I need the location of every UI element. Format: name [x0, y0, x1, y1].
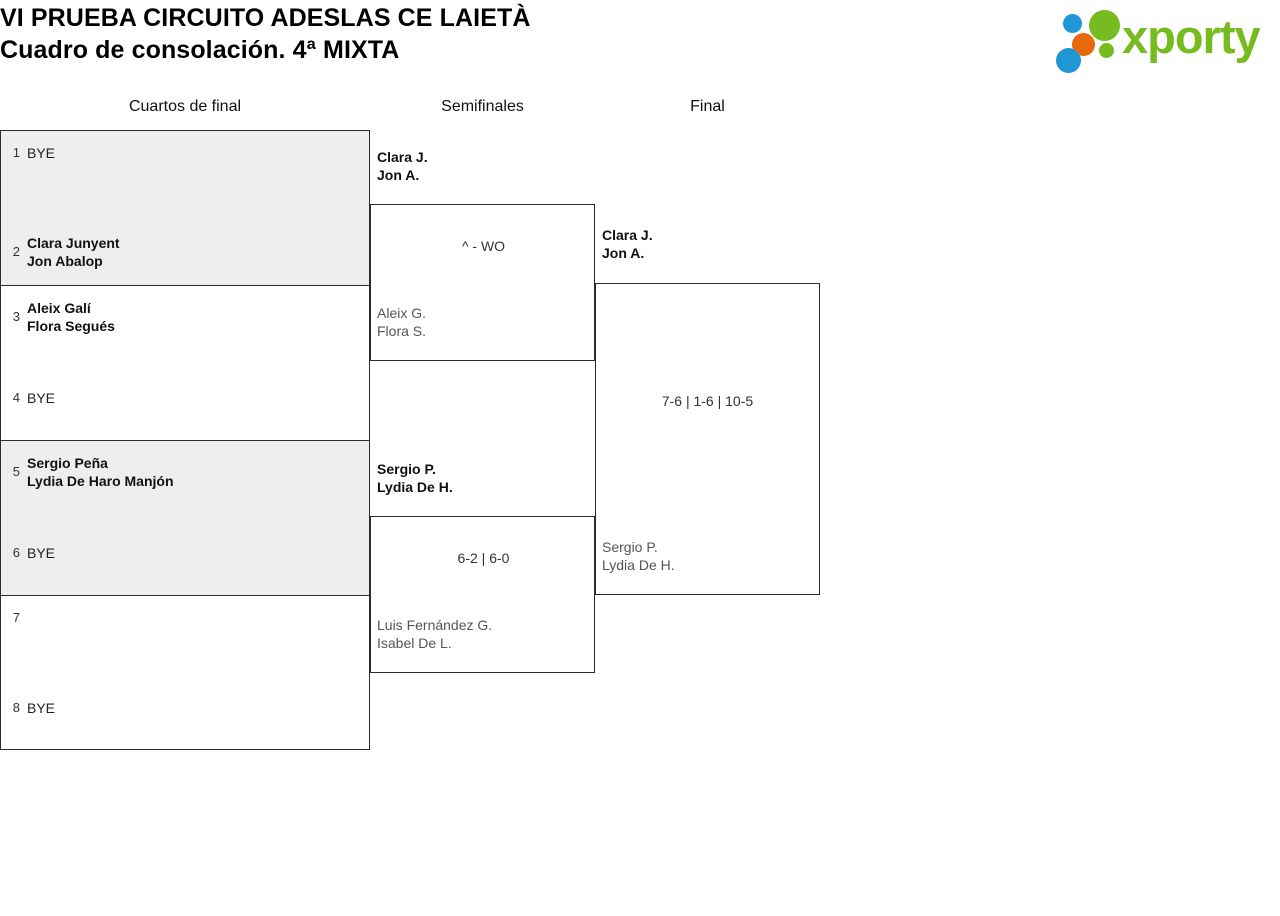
player-line-1: BYE	[27, 545, 56, 561]
final-runner-up-pair: Sergio P. Lydia De H.	[602, 538, 820, 574]
seed-number: 5	[12, 464, 20, 479]
player-line-1: Sergio P.	[602, 539, 658, 555]
player-line-2: Jon A.	[602, 245, 645, 261]
semifinal-2-winner-pair: Sergio P. Lydia De H.	[377, 460, 595, 496]
qf-slot-seed-8[interactable]: 8 BYE	[1, 673, 371, 750]
semifinal-1-winner-pair: Clara J. Jon A.	[377, 148, 595, 184]
seed-number: 7	[12, 610, 20, 625]
seed-number: 8	[12, 700, 20, 715]
round-header-semifinals: Semifinales	[441, 98, 524, 115]
final-winner-pair: Clara J. Jon A.	[602, 226, 820, 262]
semifinal-score-1: ^ - WO	[461, 238, 506, 254]
player-pair: BYE	[27, 144, 55, 162]
player-line-2: Flora S.	[377, 323, 427, 339]
player-pair: BYE	[27, 544, 55, 562]
player-pair: Clara Junyent Jon Abalop	[27, 234, 120, 270]
semifinal-match-box-2[interactable]: 6-2 | 6-0	[370, 516, 595, 673]
semifinal-score-2: 6-2 | 6-0	[457, 550, 510, 566]
logo-wordmark: xporty	[1122, 10, 1261, 63]
qf-match-block-3[interactable]: 5 Sergio Peña Lydia De Haro Manjón 6 BYE	[0, 440, 370, 595]
page-title: VI PRUEBA CIRCUITO ADESLAS CE LAIETÀ Cua…	[0, 2, 1000, 66]
bracket-subtitle: Cuadro de consolación. 4ª MIXTA	[0, 36, 400, 64]
player-pair: Sergio Peña Lydia De Haro Manjón	[27, 454, 174, 490]
player-line-1: Clara Junyent	[27, 235, 120, 251]
logo-dot-orange	[1072, 33, 1095, 56]
player-line-2: Lydia De H.	[602, 557, 675, 573]
qf-match-block-1[interactable]: 1 BYE 2 Clara Junyent Jon Abalop	[0, 130, 370, 285]
player-line-1: Clara J.	[377, 149, 428, 165]
logo-dot-blue-small	[1063, 14, 1082, 33]
player-line-1: Aleix G.	[377, 305, 427, 321]
logo-dot-green-small	[1099, 43, 1114, 58]
tournament-title: VI PRUEBA CIRCUITO ADESLAS CE LAIETÀ	[0, 4, 531, 32]
logo-dot-blue-large	[1056, 48, 1081, 73]
player-line-2: Flora Segués	[27, 318, 115, 334]
seed-number: 3	[12, 309, 20, 324]
logo-dot-green-large	[1089, 10, 1120, 41]
semifinal-match-box-1[interactable]: ^ - WO	[370, 204, 595, 361]
qf-slot-seed-5[interactable]: 5 Sergio Peña Lydia De Haro Manjón	[1, 441, 371, 518]
seed-number: 6	[12, 545, 20, 560]
player-line-1: BYE	[27, 700, 56, 716]
player-line-1: Aleix Galí	[27, 300, 91, 316]
round-header-quarterfinals: Cuartos de final	[128, 98, 242, 115]
player-line-1: Clara J.	[602, 227, 653, 243]
player-pair: BYE	[27, 389, 55, 407]
qf-match-block-2[interactable]: 3 Aleix Galí Flora Segués 4 BYE	[0, 285, 370, 440]
qf-slot-seed-6[interactable]: 6 BYE	[1, 518, 371, 595]
qf-slot-seed-4[interactable]: 4 BYE	[1, 363, 371, 440]
xporty-logo[interactable]: xporty	[1054, 8, 1276, 73]
semifinal-1-loser-pair: Aleix G. Flora S.	[377, 304, 595, 340]
player-pair: Aleix Galí Flora Segués	[27, 299, 115, 335]
player-line-1: BYE	[27, 145, 56, 161]
round-header-final: Final	[690, 98, 725, 115]
player-pair: BYE	[27, 699, 55, 717]
qf-slot-seed-7[interactable]: 7	[1, 596, 371, 673]
final-match-box[interactable]	[595, 283, 820, 595]
player-line-2: Jon A.	[377, 167, 420, 183]
qf-slot-seed-2[interactable]: 2 Clara Junyent Jon Abalop	[1, 208, 371, 285]
player-line-1: Luis Fernández G.	[377, 617, 493, 633]
player-line-2: Jon Abalop	[27, 253, 103, 269]
player-line-1: Sergio P.	[377, 461, 436, 477]
player-line-1: BYE	[27, 390, 56, 406]
player-line-2: Lydia De Haro Manjón	[27, 473, 174, 489]
seed-number: 1	[12, 145, 20, 160]
qf-slot-seed-1[interactable]: 1 BYE	[1, 131, 371, 208]
player-line-2: Isabel De L.	[377, 635, 452, 651]
seed-number: 4	[12, 390, 20, 405]
seed-number: 2	[12, 244, 20, 259]
player-line-2: Lydia De H.	[377, 479, 453, 495]
qf-slot-seed-3[interactable]: 3 Aleix Galí Flora Segués	[1, 286, 371, 363]
qf-match-block-4[interactable]: 7 8 BYE	[0, 595, 370, 750]
semifinal-2-loser-pair: Luis Fernández G. Isabel De L.	[377, 616, 595, 652]
logo-dots-icon	[1054, 10, 1128, 73]
player-line-1: Sergio Peña	[27, 455, 108, 471]
final-score: 7-6 | 1-6 | 10-5	[661, 393, 754, 409]
